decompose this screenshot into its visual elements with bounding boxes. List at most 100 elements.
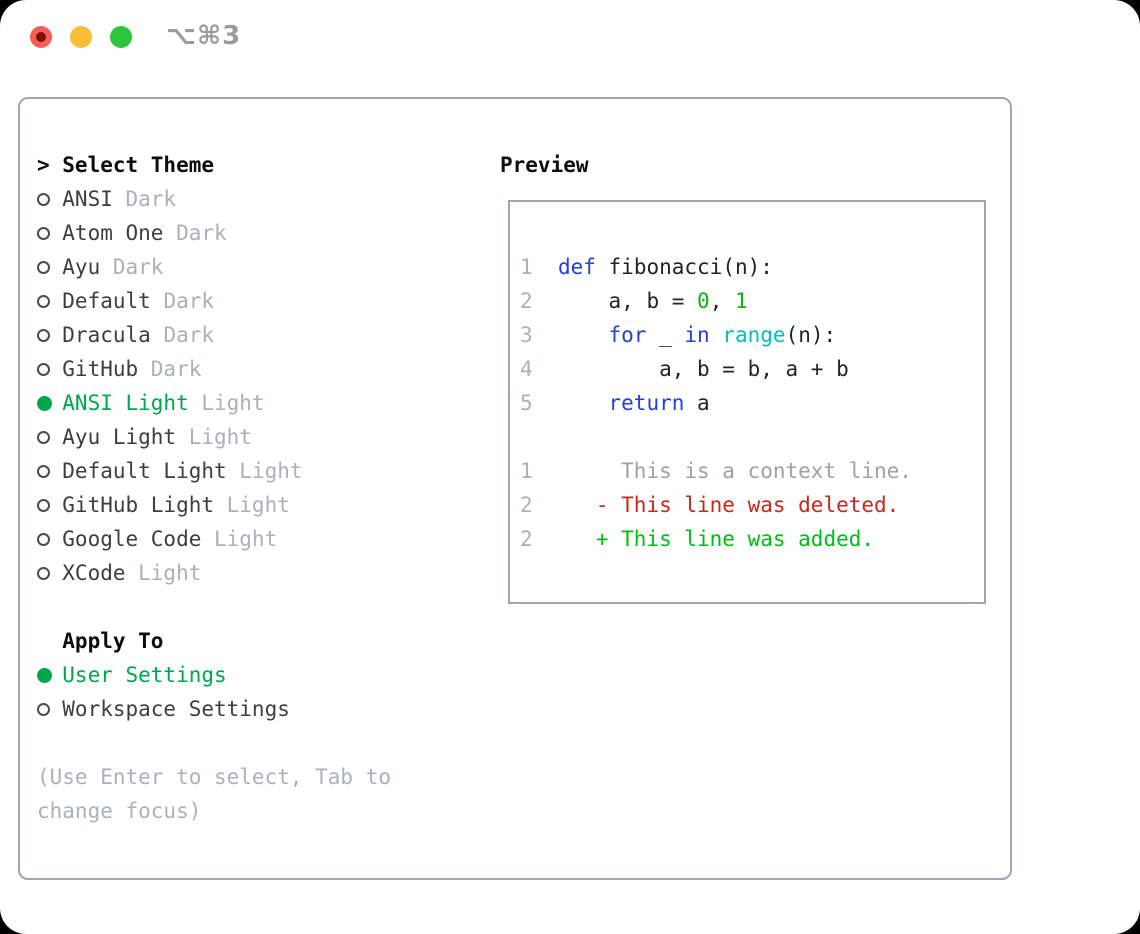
zoom-button-icon[interactable] xyxy=(110,26,132,48)
radio-icon xyxy=(37,260,50,274)
theme-variant: Dark xyxy=(100,255,164,279)
radio-marker xyxy=(37,566,62,580)
theme-variant: Dark xyxy=(163,221,227,245)
code-segment xyxy=(533,250,558,284)
code-segment: 0 xyxy=(697,289,710,313)
theme-name: Google Code xyxy=(62,527,202,551)
code-segment: + This line was added. xyxy=(595,527,875,551)
spacer xyxy=(37,726,391,760)
theme-option[interactable]: Ayu Light Light xyxy=(37,420,391,454)
radio-marker xyxy=(37,328,62,342)
apply-option-label: User Settings xyxy=(62,663,227,687)
theme-name: GitHub xyxy=(62,357,139,381)
hint-line-2: change focus) xyxy=(37,799,202,823)
code-line: 2 a, b = 0, 1 xyxy=(520,284,912,318)
theme-option[interactable]: GitHub Light Light xyxy=(37,488,391,522)
apply-option[interactable]: Workspace Settings xyxy=(37,692,391,726)
theme-option[interactable]: Dracula Dark xyxy=(37,318,391,352)
select-theme-title: Select Theme xyxy=(62,153,214,177)
hint-line-1: (Use Enter to select, Tab to xyxy=(37,765,392,789)
theme-option[interactable]: Atom One Dark xyxy=(37,216,391,250)
radio-marker xyxy=(37,702,62,716)
apply-option[interactable]: User Settings xyxy=(37,658,391,692)
code-segment: fibonacci(n): xyxy=(595,255,773,279)
theme-option[interactable]: Ayu Dark xyxy=(37,250,391,284)
radio-icon xyxy=(37,226,50,240)
theme-variant: Light xyxy=(201,527,278,551)
code-line: 5 return a xyxy=(520,386,912,420)
radio-icon xyxy=(37,464,50,478)
radio-marker xyxy=(37,226,62,240)
theme-name: Ayu xyxy=(62,255,101,279)
radio-marker xyxy=(37,192,62,206)
minimize-button-icon[interactable] xyxy=(70,26,92,48)
theme-variant: Light xyxy=(214,493,290,517)
window-shortcut-label: ⌥⌘3 xyxy=(166,21,242,51)
theme-variant: Light xyxy=(176,425,252,449)
diff-line: 2 + This line was added. xyxy=(520,522,912,556)
theme-name: Dracula xyxy=(62,323,151,347)
code-segment xyxy=(533,318,609,352)
radio-marker xyxy=(37,498,62,512)
theme-option[interactable]: GitHub Dark xyxy=(37,352,391,386)
theme-name: Default xyxy=(62,289,151,313)
radio-icon xyxy=(37,294,50,308)
radio-selected-icon xyxy=(37,667,52,683)
code-segment xyxy=(533,488,596,522)
code-line: 3 for _ in range(n): xyxy=(520,318,912,352)
theme-name: Atom One xyxy=(62,221,164,245)
code-segment: for xyxy=(608,323,647,347)
select-theme-header: > Select Theme xyxy=(37,148,391,182)
spacer xyxy=(520,420,912,454)
focus-caret-icon: > xyxy=(37,153,50,177)
radio-icon xyxy=(37,192,50,206)
close-button-icon[interactable] xyxy=(30,26,52,48)
theme-option[interactable]: ANSI Dark xyxy=(37,182,391,216)
line-number: 5 xyxy=(520,391,533,415)
code-segment: This is a context line. xyxy=(532,459,912,483)
code-segment: (n): xyxy=(785,323,837,347)
radio-icon xyxy=(37,566,50,580)
theme-variant: Light xyxy=(125,561,202,585)
radio-marker xyxy=(37,362,62,376)
theme-option[interactable]: ANSI Light Light xyxy=(37,386,391,420)
code-segment: - This line was deleted. xyxy=(595,493,900,517)
radio-marker xyxy=(37,294,62,308)
code-segment: a, b = xyxy=(532,289,698,313)
code-line: 1 def fibonacci(n): xyxy=(520,250,912,284)
theme-name: XCode xyxy=(62,561,126,585)
line-number: 2 xyxy=(520,527,533,551)
code-segment xyxy=(710,318,723,352)
radio-icon xyxy=(37,702,50,716)
code-line: 4 a, b = b, a + b xyxy=(520,352,912,386)
code-segment: range xyxy=(722,323,786,347)
theme-variant: Light xyxy=(188,391,265,415)
theme-variant: Dark xyxy=(150,323,215,347)
code-segment: 1 xyxy=(734,289,748,313)
preview-header: Preview xyxy=(500,148,589,182)
radio-icon xyxy=(37,532,50,546)
apply-to-header: Apply To xyxy=(37,624,391,658)
radio-icon xyxy=(37,430,50,444)
radio-marker xyxy=(37,395,62,411)
code-segment xyxy=(533,386,609,420)
radio-marker xyxy=(37,464,62,478)
theme-variant: Light xyxy=(226,459,303,483)
diff-line: 1 This is a context line. xyxy=(520,454,912,488)
theme-name: ANSI Light xyxy=(62,391,189,415)
radio-icon xyxy=(37,498,50,512)
theme-option[interactable]: Google Code Light xyxy=(37,522,391,556)
theme-option[interactable]: Default Dark xyxy=(37,284,391,318)
line-number: 2 xyxy=(520,289,533,313)
preview-title: Preview xyxy=(500,153,589,177)
theme-name: Ayu Light xyxy=(62,425,177,449)
spacer xyxy=(37,590,391,624)
line-number: 4 xyxy=(520,357,533,381)
theme-name: GitHub Light xyxy=(62,493,214,517)
theme-option[interactable]: XCode Light xyxy=(37,556,391,590)
line-number: 2 xyxy=(520,493,533,517)
theme-option[interactable]: Default Light Light xyxy=(37,454,391,488)
